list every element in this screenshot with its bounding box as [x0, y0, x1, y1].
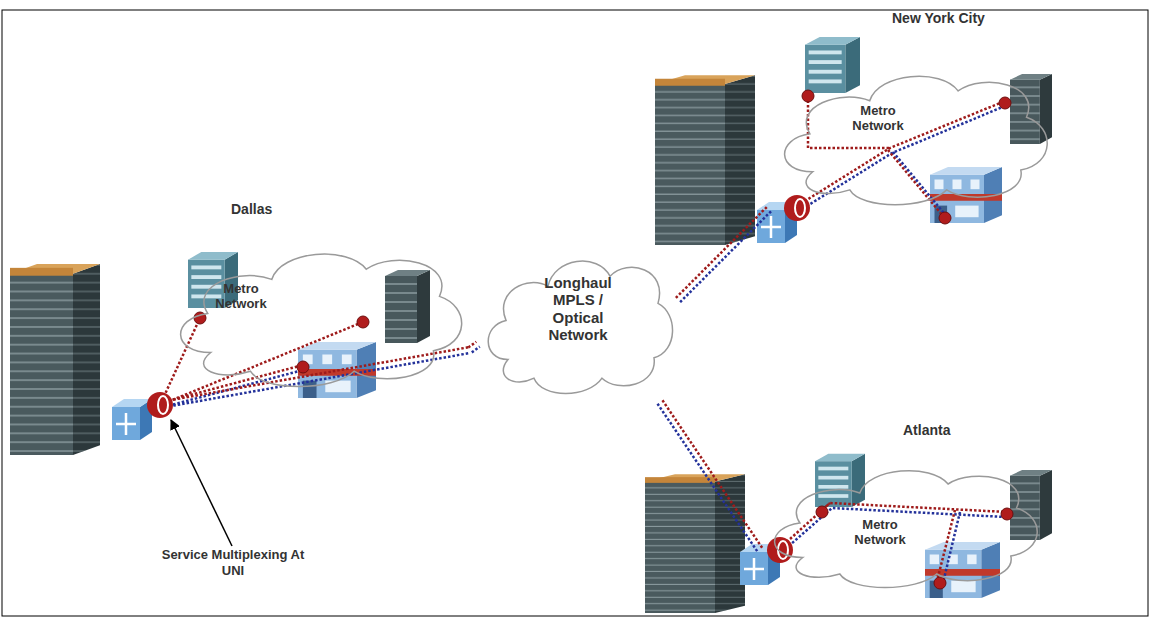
- service-connector: [468, 342, 480, 353]
- hub-ring: [158, 396, 168, 414]
- city-heading: Atlanta: [903, 422, 983, 438]
- hub-ring: [778, 541, 788, 559]
- tower-building: [10, 264, 100, 455]
- office-building: [805, 37, 860, 93]
- service-line: [160, 347, 470, 402]
- network-cloud: New York CityMetro Network: [770, 48, 1055, 213]
- service-line: [782, 508, 1005, 552]
- uni-dot: [297, 361, 309, 373]
- service-line: [888, 150, 943, 216]
- city-heading: New York City: [892, 10, 1012, 26]
- cloud-label: Metro Network: [844, 518, 916, 548]
- dotted-service-line: [472, 347, 480, 353]
- service-line: [160, 322, 363, 405]
- cloud-path: [488, 261, 672, 393]
- hub-circle: [767, 537, 793, 563]
- uni-dot: [999, 97, 1011, 109]
- dotted-service-line: [468, 342, 476, 348]
- dark-building: [385, 270, 430, 343]
- service-line: [797, 101, 1005, 206]
- uni-dot: [934, 577, 946, 589]
- cloud-label: Metro Network: [842, 104, 914, 134]
- office-building: [815, 454, 865, 507]
- router-icon: [112, 399, 152, 440]
- dotted-service-line: [680, 210, 772, 302]
- cloud-path: [785, 76, 1048, 204]
- network-cloud: DallasMetro Network: [165, 225, 470, 395]
- tower-building: [655, 75, 755, 245]
- service-connector: [676, 206, 772, 302]
- uni-dot: [802, 90, 814, 102]
- service-line: [893, 152, 948, 218]
- figure-frame: [2, 10, 1148, 616]
- cloud-path: [775, 471, 1038, 588]
- hub-uni: [147, 195, 810, 563]
- dark-building: [1010, 470, 1052, 540]
- dotted-service-line: [662, 400, 762, 548]
- shop-building: [923, 542, 1000, 598]
- network-cloud: AtlantaMetro Network: [760, 445, 1045, 595]
- leader-arrow: [171, 420, 232, 546]
- network-cloud: Longhaul MPLS / Optical Network: [478, 232, 678, 402]
- uni-dot: [939, 212, 951, 224]
- dotted-service-line: [676, 206, 768, 298]
- uni-dot: [1001, 508, 1013, 520]
- service-connector: [658, 400, 763, 551]
- service-line: [780, 503, 1007, 548]
- hub-circle: [784, 195, 810, 221]
- uni-dot: [816, 506, 828, 518]
- service-line: [943, 512, 960, 583]
- hub-ring: [795, 199, 805, 217]
- uni-dot: [357, 316, 369, 328]
- city-heading: Dallas: [231, 201, 311, 217]
- service-line: [160, 353, 470, 408]
- cloud-outline: [770, 48, 1055, 213]
- cloud-outline: [760, 445, 1045, 595]
- cloud-label: Metro Network: [205, 282, 277, 312]
- tower-building: [645, 474, 745, 613]
- service-line: [160, 365, 303, 403]
- cloud-label: Longhaul MPLS / Optical Network: [530, 274, 626, 343]
- shop-building: [296, 342, 376, 398]
- cloud-outline: [165, 225, 470, 395]
- dotted-service-line: [658, 404, 758, 552]
- hub-circle: [147, 392, 173, 418]
- callout-label: Service Multiplexing At UNI: [158, 547, 308, 578]
- cloud-path: [181, 254, 462, 386]
